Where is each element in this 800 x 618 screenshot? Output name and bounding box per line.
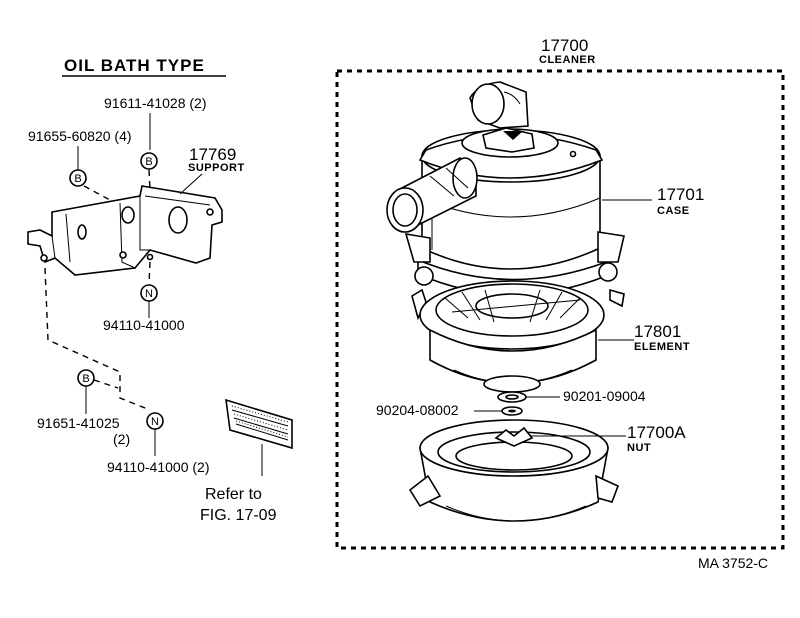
cleaner-part-name: CLEANER <box>539 54 596 66</box>
side-inlet-pipe <box>386 156 478 233</box>
support-leader <box>179 173 203 195</box>
case-part-number: 17701 <box>657 185 704 204</box>
bolt-left-dash <box>83 185 111 201</box>
cleaner-assembly-frame <box>335 69 785 550</box>
refer-line2: FIG. 17-09 <box>200 507 277 524</box>
support-part-number: 17769 <box>189 145 236 164</box>
bolt-marker-left: B <box>69 169 87 187</box>
svg-text:B: B <box>82 373 89 385</box>
svg-text:B: B <box>74 173 81 185</box>
svg-text:N: N <box>145 288 153 300</box>
washer <box>501 406 523 416</box>
svg-text:B: B <box>145 156 152 168</box>
support-part-name: SUPPORT <box>188 162 245 174</box>
element-part-number: 17801 <box>634 322 681 341</box>
bolt-marker-bottom: B <box>77 369 95 387</box>
svg-text:N: N <box>151 416 159 428</box>
hose-piece <box>225 398 293 450</box>
nut-17700a-part-number: 17700A <box>627 423 686 442</box>
top-elbow-inlet <box>469 81 529 129</box>
bolt-91655-label: 91655-60820 (4) <box>28 128 132 144</box>
bolt-marker-top: B <box>140 152 158 170</box>
nut-marker-mid: N <box>140 284 158 302</box>
nut-17700a-part-name: NUT <box>627 442 651 454</box>
gasket-part-number: 90201-09004 <box>563 388 646 404</box>
gasket <box>497 391 527 403</box>
bolt-91651-qty: (2) <box>113 431 130 447</box>
figure-code: MA 3752-C <box>698 555 768 571</box>
element-part-name: ELEMENT <box>634 341 690 353</box>
cleaner-part-number: 17700 <box>541 36 588 55</box>
nut-94110-label: 94110-41000 <box>103 317 185 333</box>
nut-94110b-label: 94110-41000 (2) <box>107 459 209 475</box>
oil-bowl <box>408 419 620 522</box>
nut-marker-bottom: N <box>146 412 164 430</box>
washer-part-number: 90204-08002 <box>376 402 459 418</box>
bolt-bottom-dash <box>93 379 119 389</box>
bolt-top-dash <box>148 169 151 191</box>
refer-line1: Refer to <box>205 486 262 503</box>
diagram-title: OIL BATH TYPE <box>64 56 205 75</box>
bolt-91611-label: 91611-41028 (2) <box>104 95 206 111</box>
filter-element <box>419 280 605 393</box>
support-bracket <box>27 185 223 276</box>
nut-mid-dash <box>148 261 151 285</box>
bolt-91651-label: 91651-41025 <box>37 415 120 431</box>
lower-bolt-dash <box>44 267 151 411</box>
case-part-name: CASE <box>657 205 690 217</box>
